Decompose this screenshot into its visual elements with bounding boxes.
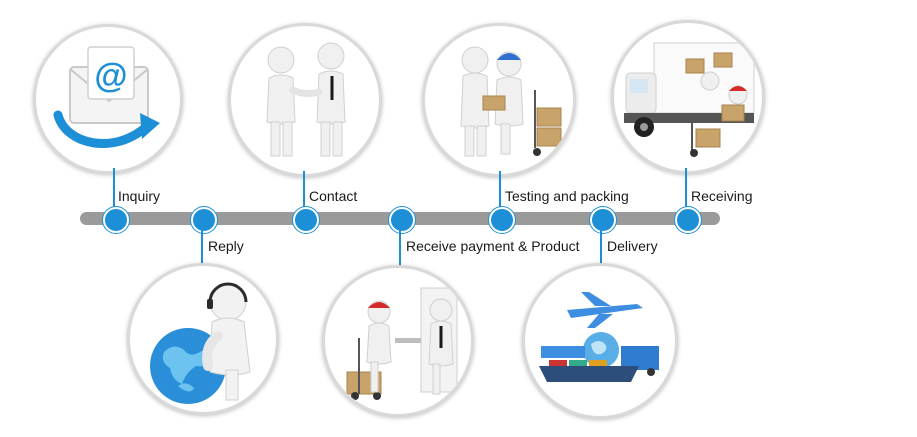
receiving-connector	[685, 168, 687, 214]
inquiry-label: Inquiry	[118, 188, 161, 204]
svg-text:@: @	[94, 57, 127, 95]
receive-payment-connector	[399, 225, 401, 267]
email-icon: @	[53, 46, 160, 149]
delivery-connector	[600, 225, 602, 265]
handshake-icon	[266, 42, 346, 157]
contact-marker	[293, 207, 319, 233]
receive-payment-illustration	[322, 265, 474, 417]
inquiry-marker	[103, 207, 129, 233]
contact-label: Contact	[309, 188, 358, 204]
contact-illustration	[228, 23, 382, 177]
reply-label: Reply	[208, 238, 244, 254]
testing-packing-connector	[499, 171, 501, 214]
delivery-label: Delivery	[607, 238, 658, 254]
delivery-illustration	[522, 263, 678, 419]
packing-icon	[460, 46, 562, 157]
customer-service-globe-icon	[150, 282, 251, 404]
testing-packing-marker	[489, 207, 515, 233]
truck-receiving-icon	[624, 42, 755, 157]
receive-payment-label: Receive payment & Product	[406, 238, 580, 254]
testing-packing-illustration	[422, 23, 576, 177]
receiving-illustration	[611, 20, 765, 174]
receiving-marker	[675, 207, 701, 233]
delivery-marker	[590, 207, 616, 233]
payment-delivery-icon	[346, 287, 458, 400]
receive-payment-marker	[389, 207, 415, 233]
reply-marker	[191, 207, 217, 233]
contact-connector	[303, 171, 305, 214]
receiving-label: Receiving	[691, 188, 753, 204]
testing-packing-label: Testing and packing	[505, 188, 629, 204]
reply-connector	[201, 225, 203, 265]
shipping-icon	[539, 292, 659, 382]
reply-illustration	[127, 263, 279, 415]
inquiry-connector	[113, 168, 115, 214]
inquiry-illustration: @	[33, 24, 183, 174]
